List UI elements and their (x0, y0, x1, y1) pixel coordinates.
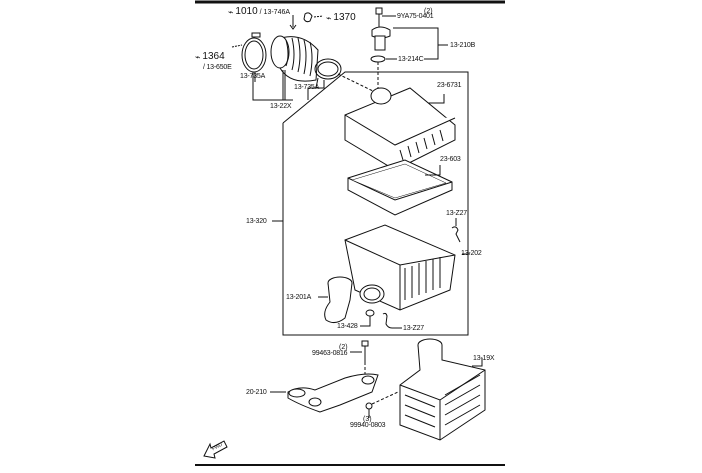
ref-1010: ⌁ 1010 / 13-746A (228, 7, 290, 17)
part-99463-0816[interactable]: 99463-0816 (312, 350, 348, 357)
part-23-6731[interactable]: 23-6731 (437, 82, 462, 89)
qty-9YA75: (2) (424, 8, 433, 15)
bolt (350, 340, 369, 378)
part-23-603[interactable]: 23-603 (440, 156, 461, 163)
ref-1364: ⌁ 1364 (195, 52, 225, 62)
qty-99940: (3) (363, 416, 372, 423)
front-arrow-icon (203, 440, 228, 459)
nut (365, 391, 399, 418)
maf-sensor (370, 7, 448, 88)
camera-ref-icon: ⌁ (326, 12, 332, 23)
part-13-22X[interactable]: 13-22X (270, 103, 292, 110)
ref-1364-sub: / 13-650E (203, 64, 232, 71)
part-13-Z27-bottom[interactable]: 13-Z27 (403, 325, 424, 332)
camera-ref-icon: ⌁ (228, 6, 234, 17)
ref-1370: ⌁ 1370 (326, 13, 356, 23)
intake-hose-assembly (231, 12, 376, 101)
part-13-428[interactable]: 13-428 (337, 323, 358, 330)
resonator (399, 338, 486, 441)
mounting-bracket (270, 373, 379, 413)
part-13-320[interactable]: 13-320 (246, 218, 267, 225)
part-13-735A-left[interactable]: 13-735A (240, 73, 266, 80)
air-cleaner-bracket (272, 71, 469, 336)
part-13-Z27-top[interactable]: 13-Z27 (446, 210, 467, 217)
part-13-735A-right[interactable]: 13-735A (294, 84, 320, 91)
ref-number: 1364 (202, 51, 225, 62)
part-13-214C[interactable]: 13-214C (398, 56, 424, 63)
ref-number: 1010 (235, 6, 258, 17)
ref-sub: / 13-746A (259, 8, 291, 16)
part-13-202[interactable]: 13-202 (461, 250, 482, 257)
air-filter-element (347, 159, 453, 216)
part-99940-0803[interactable]: 99940-0803 (350, 422, 386, 429)
camera-ref-icon: ⌁ (195, 51, 201, 62)
part-13-201A[interactable]: 13-201A (286, 294, 312, 301)
air-cleaner-case (344, 224, 470, 311)
clip-top (451, 218, 461, 243)
part-13-210B[interactable]: 13-210B (450, 42, 476, 49)
qty-99463: (2) (339, 344, 348, 351)
part-20-210[interactable]: 20-210 (246, 389, 267, 396)
resonator-duct (318, 276, 353, 324)
air-cleaner-cover (344, 87, 456, 171)
part-13-19X[interactable]: 13-19X (473, 355, 495, 362)
part-9YA75-0401[interactable]: 9YA75-0401 (397, 13, 434, 20)
ref-number: 1370 (333, 12, 356, 23)
small-hardware (360, 309, 402, 329)
